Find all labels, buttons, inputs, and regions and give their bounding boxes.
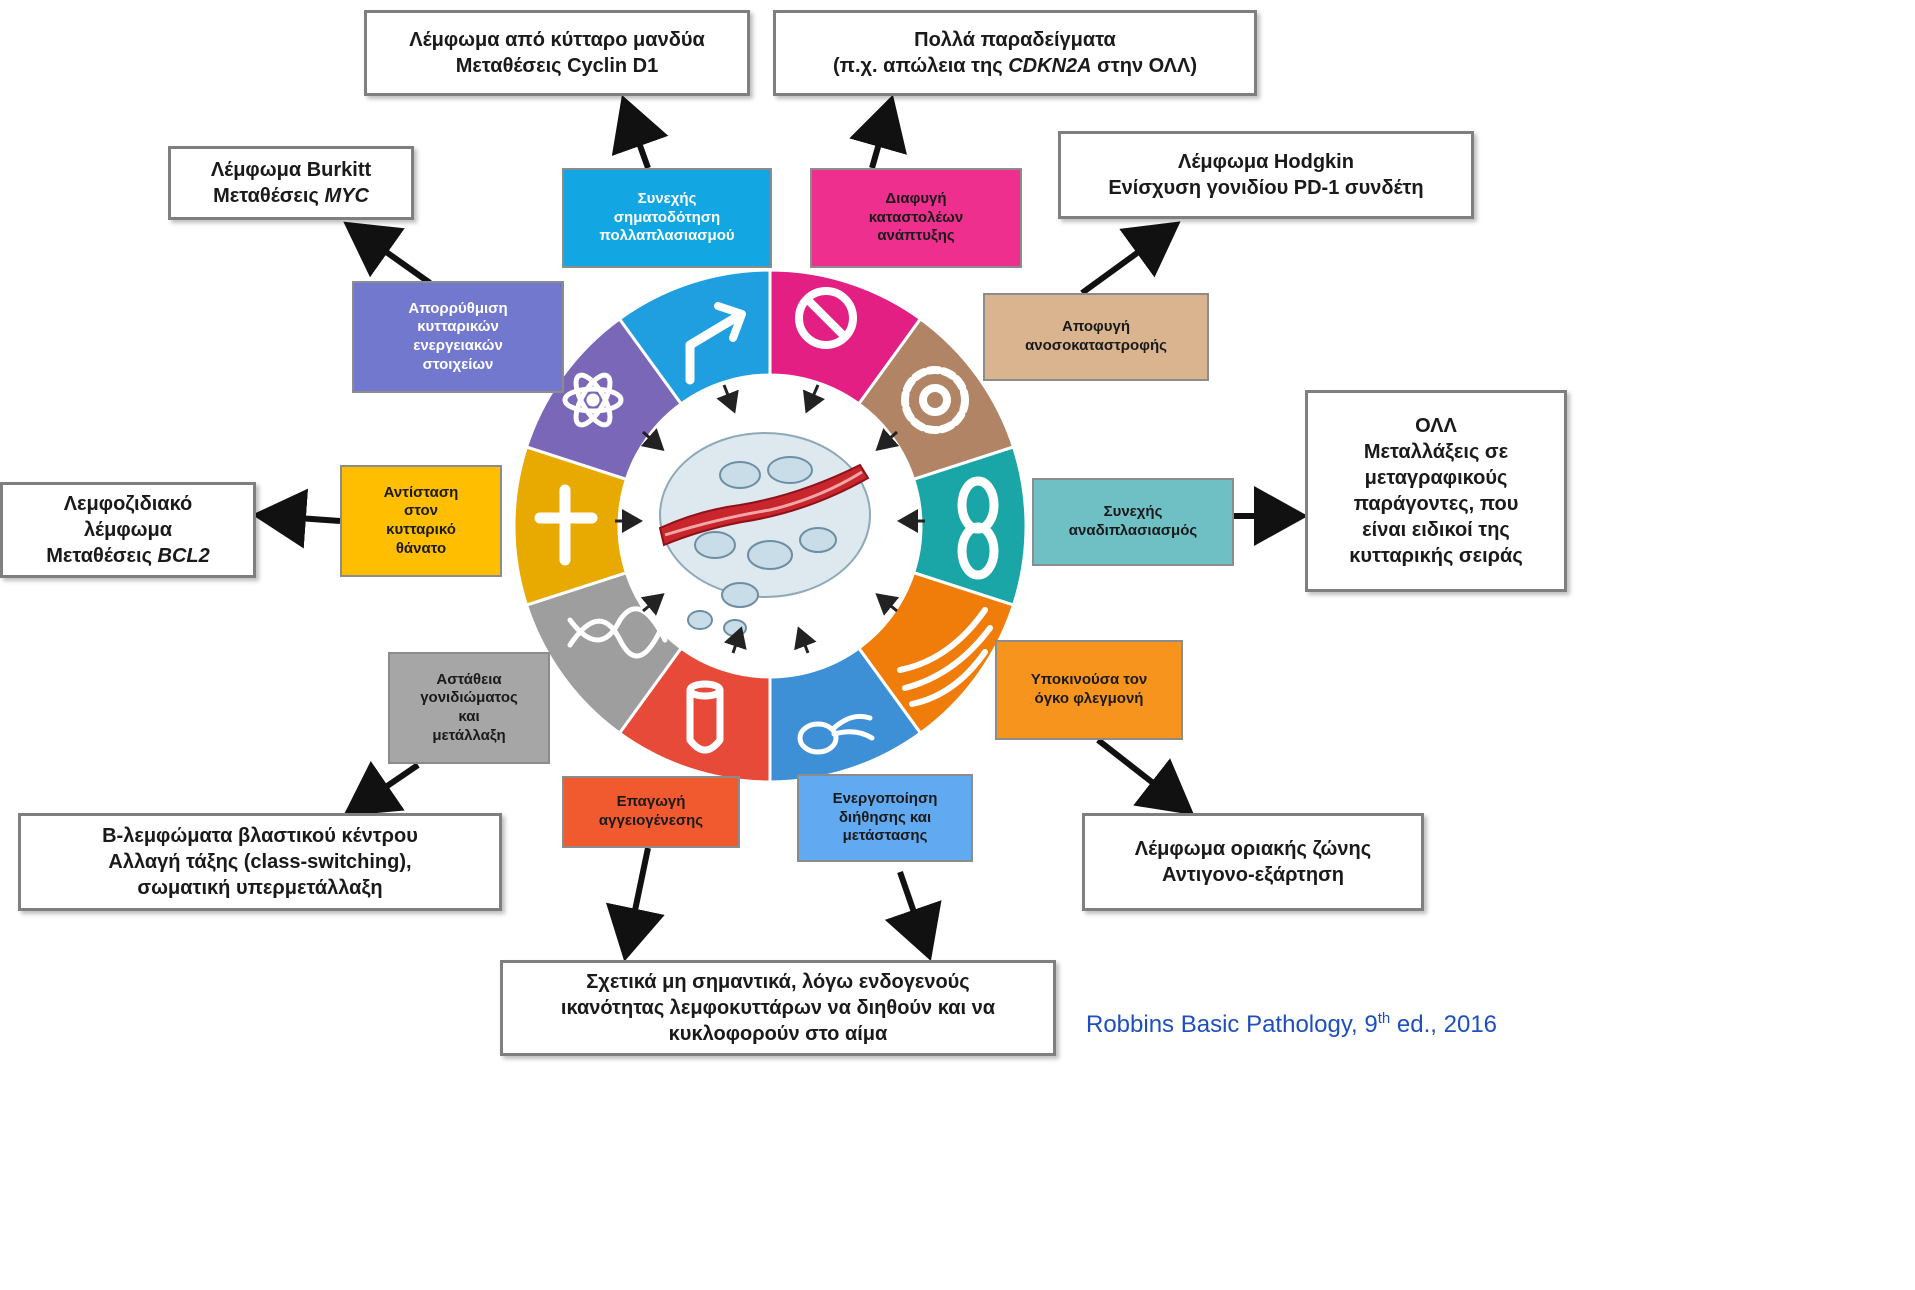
bent-arrow-icon — [685, 302, 746, 385]
tumor-cell-cluster — [658, 432, 871, 637]
atom-icon — [562, 372, 624, 428]
example-follicular-lymphoma: Λεμφοζιδιακό λέμφωμα Μεταθέσεις BCL2 — [0, 482, 256, 578]
arrow-to-gc — [343, 760, 420, 817]
arrow-to-hodgkin — [1080, 221, 1181, 296]
flame-icon — [897, 607, 993, 707]
hallmark-genome-instability: Αστάθεια γονιδιώματος και μετάλλαξη — [388, 652, 550, 764]
example-all-transcription-factors: ΟΛΛ Μεταλλάξεις σε μεταγραφικούς παράγον… — [1305, 390, 1567, 592]
arrow-to-marginal — [1096, 737, 1195, 816]
no-entry-icon — [795, 287, 857, 349]
example-germinal-center-lymphomas: B-λεμφώματα βλαστικού κέντρου Αλλαγή τάξ… — [18, 813, 502, 911]
gear-icon — [901, 366, 969, 434]
example-hodgkin-lymphoma: Λέμφωμα Hodgkin Ενίσχυση γονιδίου PD-1 σ… — [1058, 131, 1474, 219]
example-mantle-cell-lymphoma: Λέμφωμα από κύτταρο μανδύα Μεταθέσεις Cy… — [364, 10, 750, 96]
segment-icons — [534, 287, 999, 755]
infinity-icon — [957, 476, 999, 580]
dna-icon — [567, 606, 668, 659]
hallmark-deregulating-energetics: Απορρύθμιση κυτταρικών ενεργειακών στοιχ… — [352, 281, 564, 393]
example-many-examples: Πολλά παραδείγματα (π.χ. απώλεια της CDK… — [773, 10, 1257, 96]
arrow-to-many — [849, 94, 907, 169]
cross-icon — [534, 484, 598, 566]
cell-invasion-icon — [797, 713, 875, 755]
hallmark-avoiding-immune-destruction: Αποφυγή ανοσοκαταστροφής — [983, 293, 1209, 381]
arrow-to-follicular — [252, 488, 341, 549]
hallmark-angiogenesis: Επαγωγή αγγειογένεσης — [562, 776, 740, 848]
hallmark-replicative-immortality: Συνεχής αναδιπλασιασμός — [1032, 478, 1234, 566]
arrow-to-mantle — [611, 95, 669, 170]
outward-arrows — [252, 94, 1308, 962]
hallmark-resisting-cell-death: Αντίσταση στον κυτταρικό θάνατο — [340, 465, 502, 577]
arrow-to-metastasis-right — [884, 871, 942, 962]
blood-vessel — [658, 463, 870, 547]
arrow-to-metastasis-left — [605, 847, 665, 962]
hallmark-evading-growth-suppressors: Διαφυγή καταστολέων ανάπτυξης — [810, 168, 1022, 268]
example-metastasis-not-significant: Σχετικά μη σημαντικά, λόγω ενδογενούς ικ… — [500, 960, 1056, 1056]
vessel-icon — [686, 680, 724, 754]
hallmarks-diagram — [252, 94, 1308, 962]
inward-arrows — [615, 384, 925, 654]
citation: Robbins Basic Pathology, 9th ed., 2016 — [1086, 1010, 1498, 1038]
arrow-to-burkitt — [343, 221, 432, 286]
example-burkitt-lymphoma: Λέμφωμα Burkitt Μεταθέσεις MYC — [168, 146, 414, 220]
hallmark-invasion-metastasis: Ενεργοποίηση διήθησης και μετάστασης — [797, 774, 973, 862]
example-marginal-zone-lymphoma: Λέμφωμα οριακής ζώνης Αντιγονο-εξάρτηση — [1082, 813, 1424, 911]
hallmark-tumor-promoting-inflammation: Υποκινούσα τον όγκο φλεγμονή — [995, 640, 1183, 740]
hallmark-proliferative-signaling: Συνεχής σηματοδότηση πολλαπλασιασμού — [562, 168, 772, 268]
